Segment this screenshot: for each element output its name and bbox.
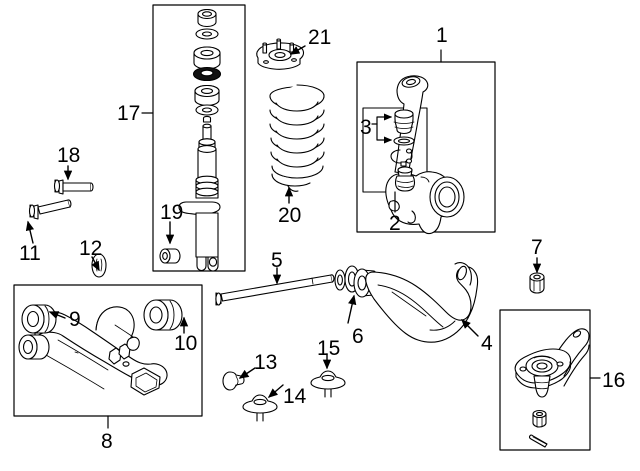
callout-13-arrow xyxy=(238,367,256,379)
flange-bolt-upper-icon xyxy=(53,179,94,195)
strut-bushing-icon xyxy=(159,248,181,264)
strut-bearing-ring-icon xyxy=(192,66,222,82)
dust-cover-icon xyxy=(393,109,415,135)
callout-label-21: 21 xyxy=(308,26,332,49)
cotter-pin-icon xyxy=(528,434,548,448)
callout-label-15: 15 xyxy=(317,337,341,360)
callout-label-18: 18 xyxy=(57,144,81,167)
strut-top-washer-icon xyxy=(195,28,219,40)
callout-label-5: 5 xyxy=(271,249,283,272)
callout-label-4: 4 xyxy=(481,332,493,355)
shield-grommet-icon xyxy=(242,394,278,422)
retainer-clip-icon xyxy=(222,371,245,391)
lower-arm-front-bushing-mounted xyxy=(18,334,50,360)
callout-11-arrow xyxy=(25,220,35,244)
lower-control-arm-icon xyxy=(33,306,168,396)
callout-label-16: 16 xyxy=(602,369,626,392)
callout-21-arrow xyxy=(289,45,306,55)
castle-nut-icon xyxy=(529,272,545,294)
callout-label-2: 2 xyxy=(389,212,401,235)
callout-14-arrow xyxy=(267,384,284,398)
callout-4-arrow xyxy=(461,319,479,337)
coil-spring-icon xyxy=(269,84,325,192)
o-ring-icon xyxy=(393,136,415,146)
callout-label-10: 10 xyxy=(174,332,198,355)
callout-label-12: 12 xyxy=(79,237,103,260)
callout-label-13: 13 xyxy=(254,351,278,374)
through-bolt-icon xyxy=(215,274,335,306)
callout-label-1: 1 xyxy=(436,24,448,47)
strut-top-nut-icon xyxy=(197,8,217,28)
snap-ring-icon xyxy=(390,148,413,164)
ball-joint-stud-icon xyxy=(394,161,416,192)
callout-3-leader xyxy=(371,113,393,144)
callout-label-7: 7 xyxy=(531,236,543,259)
callout-label-9: 9 xyxy=(69,308,81,331)
strut-shock-absorber-icon xyxy=(178,115,221,272)
callout-label-6: 6 xyxy=(352,325,364,348)
callout-label-11: 11 xyxy=(19,242,41,265)
callout-label-8: 8 xyxy=(101,430,113,453)
callout-9-arrow xyxy=(48,311,66,320)
strut-lower-washer-icon xyxy=(195,104,219,116)
strut-lower-cushion-icon xyxy=(194,84,220,107)
callout-label-14: 14 xyxy=(283,385,307,408)
front-bushing-icon xyxy=(21,304,57,334)
shield-grommet-upper-icon xyxy=(310,370,346,398)
callout-label-20: 20 xyxy=(278,204,302,227)
strut-upper-cushion-icon xyxy=(193,46,221,70)
flange-bolt-lower-icon xyxy=(28,199,72,220)
callout-12-arrow xyxy=(91,256,100,272)
callout-label-17: 17 xyxy=(117,102,141,125)
upper-control-arm-icon xyxy=(353,262,479,343)
callout-label-19: 19 xyxy=(160,201,184,224)
lower-ball-joint-bracket-icon xyxy=(514,328,590,398)
callout-label-3: 3 xyxy=(360,116,372,139)
rear-bushing-icon xyxy=(143,299,183,331)
strut-mount-icon xyxy=(256,38,305,70)
callout-6-arrow xyxy=(347,294,357,324)
lower-ball-joint-nut-icon xyxy=(532,409,547,428)
